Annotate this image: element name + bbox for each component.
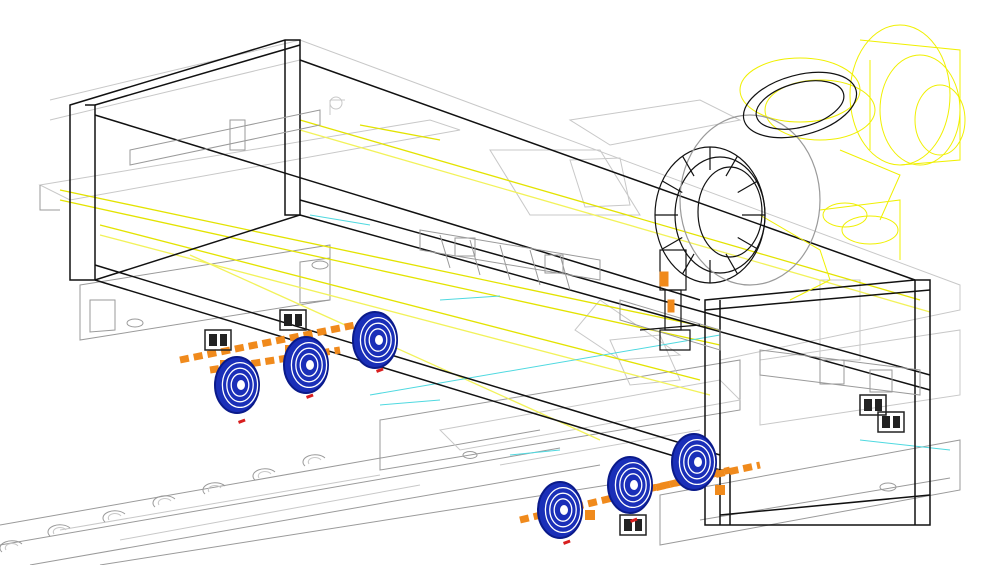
guide-rail (59, 199, 721, 346)
black-clamps (204, 309, 905, 536)
wheel (352, 311, 398, 369)
guide-rail (99, 224, 701, 381)
guide-rail (99, 234, 711, 396)
ring-spoke (681, 155, 695, 177)
clamp (877, 411, 905, 433)
foot-bolts (126, 260, 897, 492)
red-marker (630, 517, 638, 523)
pipe-flange (841, 215, 899, 245)
ring-spoke (737, 180, 758, 194)
red-marker (238, 418, 246, 424)
red-markers (238, 367, 638, 545)
wheel (283, 336, 329, 394)
ring-circle (679, 114, 821, 286)
clamp (619, 514, 647, 536)
base-frame-lower (79, 244, 961, 546)
guide-rail-stub (359, 124, 441, 141)
conveyor-roller (252, 468, 276, 481)
axle-bearing (715, 485, 725, 495)
red-marker (376, 367, 384, 373)
ring-spoke (662, 236, 683, 250)
conveyor-roller (302, 454, 326, 467)
axle-bearing (585, 510, 595, 520)
conveyor-rollers (0, 454, 326, 553)
cyan-edge-highlights (309, 214, 951, 456)
ring-top-torus (742, 71, 858, 139)
center-cylinder (639, 249, 701, 351)
pipe-ring (764, 79, 876, 141)
clamp (204, 329, 232, 351)
wheel (537, 481, 583, 539)
red-marker (563, 539, 571, 545)
blue-wheels (214, 311, 717, 539)
yellow-pipe-assembly (739, 24, 966, 301)
pipe-ring (739, 57, 861, 123)
red-marker (306, 393, 314, 399)
axle-shaft (179, 316, 381, 364)
ring-spoke (662, 180, 683, 194)
guide-rail (59, 189, 721, 331)
ring-spoke (725, 253, 739, 275)
conveyor-roller (102, 510, 126, 523)
wheel (214, 356, 260, 414)
ring-spoke (725, 155, 739, 177)
conveyor-roller (152, 495, 176, 508)
conveyor-roller (47, 524, 71, 537)
conveyor-roller (0, 540, 23, 553)
center-slide-assembly (39, 109, 921, 396)
pipe-flange (822, 202, 868, 228)
ring-circle (697, 166, 763, 258)
pipe-body (819, 39, 961, 260)
guide-rail (299, 129, 931, 313)
black-ring-assembly (654, 71, 858, 286)
wheel (607, 456, 653, 514)
pipe-ring (914, 84, 966, 156)
ring-spoke (737, 236, 758, 250)
guide-rail (299, 119, 921, 301)
ring-spoke (681, 253, 695, 275)
roller-conveyor-bed (0, 429, 641, 565)
wheel (671, 433, 717, 491)
conveyor-roller (202, 482, 226, 495)
orange-fittings-center (659, 271, 675, 313)
pipe-elbow (759, 214, 831, 301)
clamp (859, 394, 887, 416)
ring-top-torus-inner (755, 80, 845, 130)
clamp (279, 309, 307, 331)
